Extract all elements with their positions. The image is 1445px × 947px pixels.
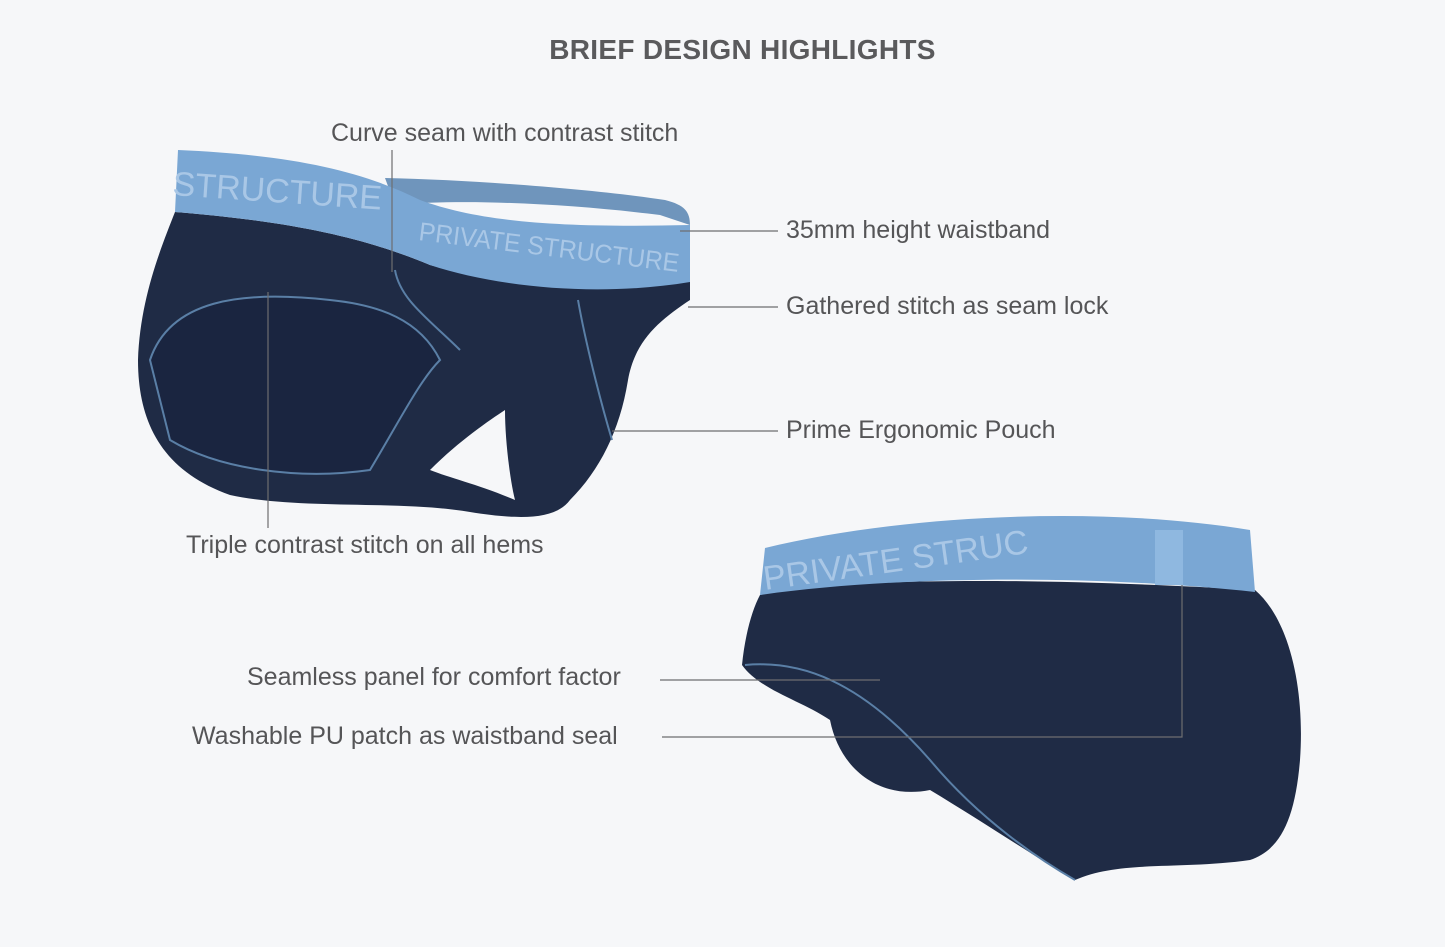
front-view-brief: PRIVATE STRUCTURE STRUCTURE (138, 150, 690, 517)
callout-pouch: Prime Ergonomic Pouch (786, 416, 1056, 444)
callout-waistband-height: 35mm height waistband (786, 216, 1051, 244)
back-view-brief: PRIVATE STRUC (742, 516, 1301, 881)
leader-pu-patch (662, 585, 1183, 738)
callout-triple-stitch: Triple contrast stitch on all hems (186, 531, 544, 559)
back-waistband (760, 516, 1255, 595)
callout-gathered-stitch: Gathered stitch as seam lock (786, 292, 1109, 320)
front-inner-waistband (385, 178, 690, 225)
back-body (742, 580, 1301, 880)
pu-patch (1155, 530, 1183, 585)
back-leg-hem (744, 663, 1076, 881)
leg-gap (430, 410, 515, 500)
callout-curve-seam: Curve seam with contrast stitch (331, 119, 679, 147)
callout-pu-patch: Washable PU patch as waistband seal (192, 722, 618, 750)
page-title: BRIEF DESIGN HIGHLIGHTS (549, 34, 936, 65)
leg-opening (148, 295, 442, 475)
callout-seamless-panel: Seamless panel for comfort factor (247, 663, 621, 691)
front-waistband (175, 150, 690, 290)
pouch-seam (394, 269, 613, 441)
